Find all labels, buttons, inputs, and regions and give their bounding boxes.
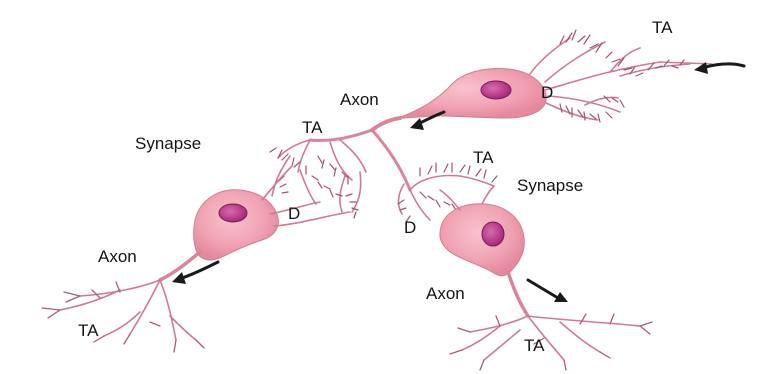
- label-synapse-right: Synapse: [517, 176, 583, 195]
- label-synapse-left: Synapse: [135, 134, 201, 153]
- top-axon-down-branch: [372, 130, 410, 190]
- label-ta-mid-right: TA: [473, 148, 494, 167]
- right-neuron: [440, 186, 652, 370]
- label-ta-mid-left: TA: [302, 118, 323, 137]
- right-neuron-nucleus: [482, 222, 504, 246]
- label-ta-bottom-right: TA: [524, 336, 545, 355]
- top-neuron-nucleus: [481, 81, 511, 99]
- arrow-left-axon: [172, 262, 218, 284]
- top-neuron-dendrites: [530, 30, 712, 122]
- left-synapse-region: [270, 140, 366, 218]
- label-axon-top: Axon: [340, 90, 379, 109]
- arrow-right-axon: [528, 280, 568, 302]
- label-axon-left: Axon: [98, 247, 137, 266]
- label-axon-right: Axon: [426, 284, 465, 303]
- right-neuron-cell-body: [440, 204, 524, 276]
- label-ta-top-right: TA: [652, 18, 673, 37]
- top-neuron: [310, 30, 712, 190]
- top-neuron-cell-body: [398, 69, 546, 118]
- left-neuron-nucleus: [219, 204, 247, 222]
- label-ta-bottom-left: TA: [78, 321, 99, 340]
- right-axon-trunk: [508, 272, 528, 316]
- label-d-right: D: [404, 218, 416, 237]
- left-neuron-cell-body: [194, 190, 279, 260]
- label-d-left: D: [288, 204, 300, 223]
- label-d-top: D: [541, 83, 553, 102]
- top-axon-trunk: [372, 118, 400, 130]
